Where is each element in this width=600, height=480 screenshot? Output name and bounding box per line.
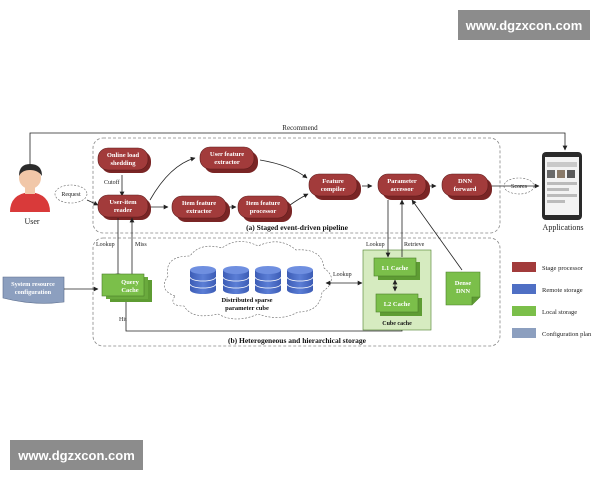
stage-dnn-forward[interactable]: DNN forward bbox=[441, 173, 492, 200]
request-label: Request bbox=[61, 192, 81, 198]
stage-parameter-accessor[interactable]: Parameter accessor bbox=[377, 173, 430, 200]
stage-dnn-forward-line2: forward bbox=[454, 186, 477, 193]
recommend-label: Recommend bbox=[282, 124, 318, 132]
hit-label: Hit bbox=[119, 317, 127, 323]
stage-item-feature-processor-line1: Item feature bbox=[246, 200, 280, 207]
database-cylinder-icon bbox=[222, 266, 250, 294]
retrieve-label: Retrieve bbox=[404, 242, 425, 248]
query-cache[interactable]: Query Cache bbox=[101, 273, 152, 302]
user-label: User bbox=[24, 217, 39, 226]
user-icon bbox=[10, 164, 50, 212]
stage-user-feature-extractor[interactable]: User feature extractor bbox=[199, 146, 258, 173]
lookup-mid-label: Lookup bbox=[333, 272, 352, 278]
request-arrow bbox=[86, 199, 99, 206]
storage-region bbox=[92, 237, 501, 347]
stage-feature-compiler-line2: compiler bbox=[321, 186, 346, 193]
pipeline-title: (a) Staged event-driven pipeline bbox=[246, 223, 349, 232]
system-config-line1: System resource bbox=[11, 281, 55, 288]
legend-label: Configuration plan bbox=[542, 331, 592, 338]
stage-online-load-shedding-line1: Online load bbox=[107, 152, 140, 159]
accessor-cache-arrows bbox=[385, 199, 463, 271]
stage-user-item-reader-line2: reader bbox=[114, 207, 132, 214]
stage-feature-compiler-line1: Feature bbox=[322, 178, 344, 185]
miss-label: Miss bbox=[135, 242, 147, 248]
system-config[interactable]: System resource configuration bbox=[2, 276, 65, 304]
applications-icon bbox=[542, 152, 582, 220]
scores-label: Scores bbox=[511, 184, 528, 190]
legend-label: Stage processor bbox=[542, 265, 584, 272]
database-cylinder-icon bbox=[189, 266, 217, 294]
legend-label: Remote storage bbox=[542, 287, 583, 294]
stage-item-feature-processor[interactable]: Item feature processor bbox=[237, 195, 292, 222]
query-cache-line1: Query bbox=[121, 279, 139, 286]
stage-item-feature-extractor[interactable]: Item feature extractor bbox=[171, 195, 230, 222]
stage-user-feature-extractor-line1: User feature bbox=[210, 151, 244, 158]
stage-online-load-shedding[interactable]: Online load shedding bbox=[97, 147, 151, 173]
applications-label: Applications bbox=[543, 223, 584, 232]
storage-title: (b) Heterogeneous and hierarchical stora… bbox=[228, 336, 367, 345]
database-cylinder-icon bbox=[254, 266, 282, 294]
parameter-cube-cylinders bbox=[189, 266, 314, 294]
stage-item-feature-processor-line2: processor bbox=[250, 208, 277, 215]
stage-dnn-forward-line1: DNN bbox=[458, 178, 472, 185]
distributed-sparse-line2: parameter cube bbox=[225, 305, 269, 312]
stage-user-item-reader[interactable]: User-item reader bbox=[97, 194, 151, 220]
dense-dnn-line1: Dense bbox=[455, 280, 472, 287]
legend-item: Configuration plan bbox=[512, 328, 592, 338]
legend-swatch bbox=[512, 306, 536, 316]
legend-label: Local storage bbox=[542, 309, 577, 316]
watermark-bottom: www.dgzxcon.com bbox=[10, 440, 143, 470]
lookup-right-label: Lookup bbox=[366, 242, 385, 248]
stage-processors: Online load shedding User-item reader Us… bbox=[97, 146, 492, 222]
cutoff-label: Cutoff bbox=[104, 179, 120, 186]
stage-user-item-reader-line1: User-item bbox=[109, 199, 137, 206]
l1-cache-label: L1 Cache bbox=[382, 265, 409, 272]
legend-swatch bbox=[512, 328, 536, 338]
stage-user-feature-extractor-line2: extractor bbox=[214, 159, 240, 166]
pipeline-arrows bbox=[119, 156, 437, 210]
legend-swatch bbox=[512, 262, 536, 272]
request-cloud bbox=[54, 184, 88, 204]
stage-parameter-accessor-line1: Parameter bbox=[387, 178, 417, 185]
system-config-line2: configuration bbox=[15, 289, 52, 296]
pipeline-region bbox=[92, 137, 501, 234]
l1-cache[interactable]: L1 Cache bbox=[373, 257, 420, 280]
stage-item-feature-extractor-line2: extractor bbox=[186, 208, 212, 215]
l2-cache-label: L2 Cache bbox=[384, 301, 411, 308]
legend-item: Local storage bbox=[512, 306, 577, 316]
dense-dnn[interactable]: Dense DNN bbox=[445, 271, 481, 306]
cube-cache-label: Cube cache bbox=[382, 321, 412, 327]
query-cache-line2: Cache bbox=[121, 287, 138, 294]
legend-swatch bbox=[512, 284, 536, 294]
dense-dnn-line2: DNN bbox=[456, 288, 470, 295]
stage-feature-compiler[interactable]: Feature compiler bbox=[308, 173, 361, 200]
stage-parameter-accessor-line2: accessor bbox=[390, 186, 413, 193]
watermark-top: www.dgzxcon.com bbox=[458, 10, 590, 40]
recommend-line bbox=[29, 132, 568, 165]
legend-item: Remote storage bbox=[512, 284, 583, 294]
database-cylinder-icon bbox=[286, 266, 314, 294]
lookup-left-label: Lookup bbox=[96, 242, 115, 248]
stage-item-feature-extractor-line1: Item feature bbox=[182, 200, 216, 207]
legend-item: Stage processor bbox=[512, 262, 584, 272]
l2-cache[interactable]: L2 Cache bbox=[375, 293, 422, 316]
stage-online-load-shedding-line2: shedding bbox=[111, 160, 137, 167]
distributed-sparse-line1: Distributed sparse bbox=[221, 297, 272, 304]
